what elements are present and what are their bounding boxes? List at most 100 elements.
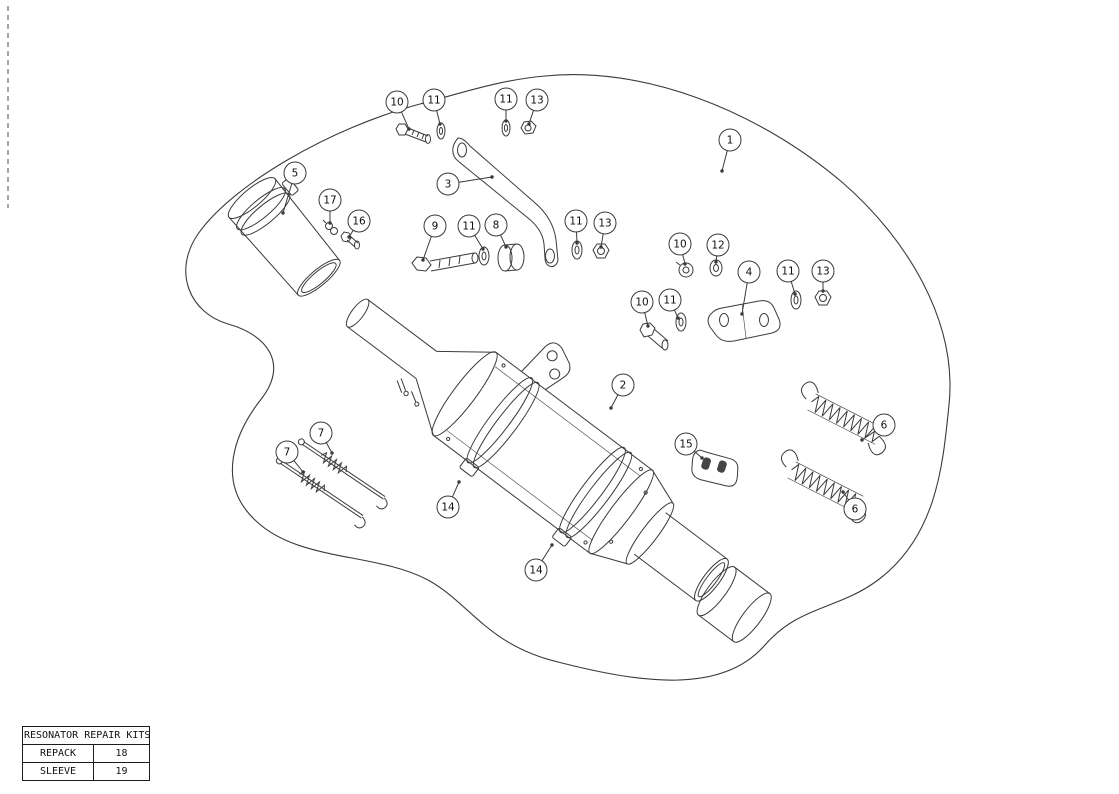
inlet-sleeve — [227, 177, 341, 297]
callout-15: 15 — [674, 432, 704, 460]
callout-11: 11 — [776, 259, 800, 296]
callout-1: 1 — [718, 128, 742, 173]
callout-balloon — [422, 88, 446, 112]
callout-balloon — [525, 88, 549, 112]
callout-number: 10 — [635, 297, 648, 309]
callout-11: 11 — [494, 87, 518, 123]
callout-balloon — [593, 211, 617, 235]
callout-14: 14 — [524, 543, 554, 582]
callout-balloon — [309, 421, 333, 445]
callout-number: 11 — [499, 94, 512, 106]
callout-13: 13 — [593, 211, 617, 249]
callout-3: 3 — [436, 172, 494, 196]
callout-number: 1 — [727, 135, 734, 147]
bolt-10-upper — [395, 123, 431, 144]
callout-balloon — [872, 413, 896, 437]
callout-balloon — [484, 213, 508, 237]
callout-16: 16 — [347, 209, 371, 239]
callout-number: 12 — [711, 240, 724, 252]
callout-balloon — [436, 495, 460, 519]
callout-balloon — [611, 373, 635, 397]
callout-number: 17 — [323, 195, 336, 207]
callout-9: 9 — [421, 214, 447, 262]
callout-11: 11 — [658, 288, 682, 320]
callout-number: 11 — [781, 266, 794, 278]
callout-balloon — [630, 290, 654, 314]
callout-5: 5 — [281, 161, 307, 215]
washer-11-c — [478, 246, 490, 266]
spring-tool-7-lower — [275, 457, 366, 529]
callout-balloon — [275, 440, 299, 464]
kit-value-repack: 18 — [115, 748, 128, 759]
link-plate-4 — [707, 300, 781, 342]
callout-10: 10 — [668, 232, 692, 266]
washer-11-a — [436, 122, 446, 140]
callout-4: 4 — [737, 260, 761, 316]
callout-7: 7 — [309, 421, 334, 455]
callout-number: 6 — [852, 504, 859, 516]
table-row: REPACK 18 — [23, 745, 149, 763]
bolt-9 — [411, 252, 479, 272]
callout-balloon — [674, 432, 698, 456]
callout-balloon — [385, 90, 409, 114]
callout-balloon — [347, 209, 371, 233]
assembly-boundary — [185, 73, 951, 681]
hanger-bracket — [521, 342, 571, 390]
callout-13: 13 — [525, 88, 549, 126]
callout-number: 11 — [427, 95, 440, 107]
clamp-band-rear — [552, 446, 633, 547]
clamp-bracket-15 — [691, 449, 739, 487]
spring-tool-7-upper — [297, 438, 388, 510]
callout-number: 9 — [432, 221, 439, 233]
clamp-band-front — [459, 377, 540, 477]
callout-number: 8 — [493, 220, 500, 232]
callout-balloon — [668, 232, 692, 256]
callout-2: 2 — [609, 373, 635, 410]
callout-balloon — [564, 209, 588, 233]
kit-label-sleeve: SLEEVE — [23, 763, 94, 780]
callout-10: 10 — [385, 90, 411, 131]
table-row: SLEEVE 19 — [23, 763, 149, 780]
callout-11: 11 — [564, 209, 588, 245]
callout-balloon — [494, 87, 518, 111]
callout-11: 11 — [457, 214, 485, 251]
callout-balloon — [706, 233, 730, 257]
washer-11-f — [790, 290, 802, 310]
callout-number: 7 — [284, 447, 291, 459]
repair-kits-table: RESONATOR REPAIR KITS REPACK 18 SLEEVE 1… — [22, 726, 150, 781]
fitting-16 — [340, 231, 360, 250]
callout-number: 16 — [352, 216, 366, 228]
callout-6: 6 — [860, 413, 896, 442]
callout-number: 13 — [598, 218, 611, 230]
callout-13: 13 — [811, 259, 835, 293]
repair-kits-title: RESONATOR REPAIR KITS — [23, 727, 150, 745]
callout-7: 7 — [275, 440, 305, 474]
callout-number: 6 — [881, 420, 888, 432]
callout-balloon — [436, 172, 460, 196]
callout-balloon — [843, 497, 867, 521]
callout-balloon — [318, 188, 342, 212]
washer-11-e — [675, 312, 687, 332]
callout-number: 11 — [462, 221, 475, 233]
callout-10: 10 — [630, 290, 654, 328]
callout-balloon — [283, 161, 307, 185]
callout-number: 10 — [390, 97, 403, 109]
callout-number: 14 — [441, 502, 455, 514]
callout-number: 13 — [816, 266, 829, 278]
callout-12: 12 — [706, 233, 730, 264]
callout-balloon — [718, 128, 742, 152]
callout-number: 4 — [746, 267, 753, 279]
callout-11: 11 — [422, 88, 446, 126]
muffler-assembly — [345, 298, 772, 643]
callout-number: 15 — [679, 439, 692, 451]
callout-number: 2 — [620, 380, 627, 392]
nut-13-c — [814, 290, 832, 306]
callout-number: 7 — [318, 428, 325, 440]
callout-8: 8 — [484, 213, 508, 249]
callout-balloon — [737, 260, 761, 284]
callout-balloon — [423, 214, 447, 238]
callout-number: 14 — [529, 565, 543, 577]
callout-balloon — [658, 288, 682, 312]
callout-6: 6 — [841, 490, 867, 521]
